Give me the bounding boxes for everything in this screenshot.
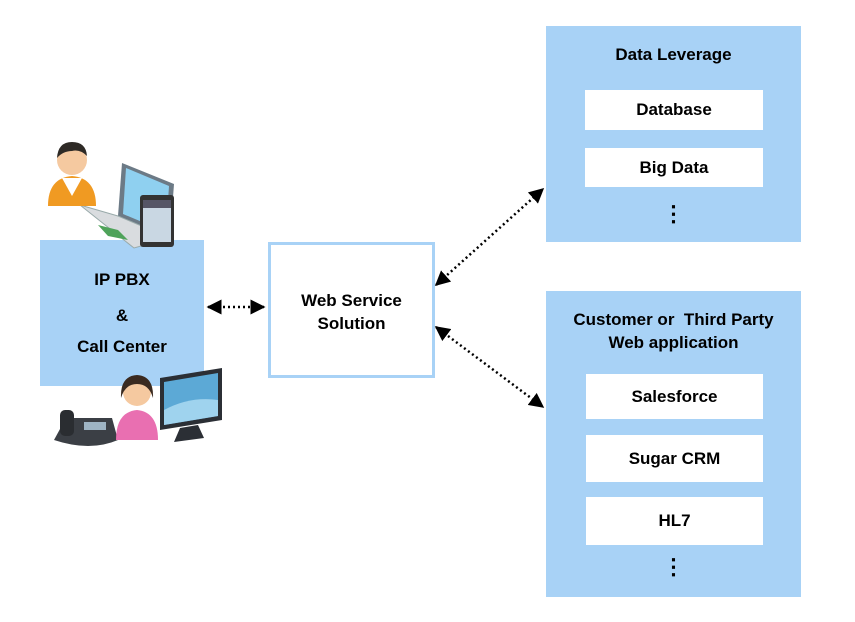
web-service-box: Web Service Solution — [268, 242, 435, 378]
database-item: Database — [585, 90, 763, 130]
web-service-line1: Web Service — [301, 291, 402, 310]
monitor-icon — [160, 368, 222, 442]
data-leverage-box: Data Leverage Database Big Data ⋮ — [546, 26, 801, 242]
sugar-crm-item: Sugar CRM — [586, 435, 763, 482]
web-service-to-third-party-connector — [434, 325, 545, 409]
third-party-box: Customer or Third Party Web application … — [546, 291, 801, 597]
woman-user-icon — [116, 375, 158, 440]
pbx-label-line2: & — [115, 306, 129, 325]
pbx-label-line3: Call Center — [77, 337, 167, 356]
salesforce-item: Salesforce — [586, 374, 763, 419]
pbx-label-line1: IP PBX — [94, 270, 150, 289]
third-party-title-line1: Customer or Third Party — [573, 310, 774, 329]
big-data-item: Big Data — [585, 148, 763, 187]
man-user-icon — [48, 142, 96, 206]
agent-laptop-icon — [79, 163, 174, 249]
web-service-line2: Solution — [317, 314, 386, 333]
third-party-title-line2: Web application — [608, 333, 739, 352]
desk-phone-icon — [54, 410, 118, 446]
web-service-to-data-leverage-connector — [434, 187, 545, 287]
pbx-call-center-box: IP PBX & Call Center — [40, 240, 204, 386]
data-leverage-title: Data Leverage — [615, 45, 732, 64]
hl7-item: HL7 — [586, 497, 763, 545]
